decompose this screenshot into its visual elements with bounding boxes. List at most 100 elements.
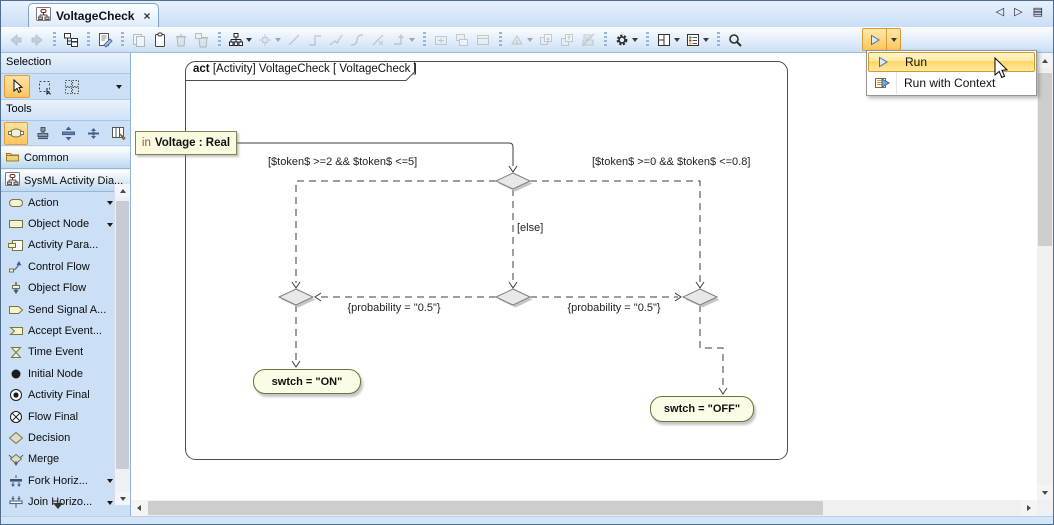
palette-item-activity-parameter[interactable]: Activity Para... <box>1 235 130 256</box>
palette-item-initial-node[interactable]: Initial Node <box>1 363 130 384</box>
palette-scroll-up-icon[interactable] <box>115 184 130 197</box>
previous-tab-icon[interactable]: ◁ <box>995 6 1005 18</box>
reroute-button[interactable] <box>388 30 409 50</box>
diagram-window-layout-button[interactable] <box>653 30 674 50</box>
dropdown-caret-icon[interactable] <box>107 479 113 486</box>
palette-item-activity-final[interactable]: Activity Final <box>1 385 130 406</box>
decision-node-left[interactable] <box>277 288 315 306</box>
probability-label-left[interactable]: {probability = "0.5"} <box>347 302 441 314</box>
palette-item-object-flow[interactable]: Object Flow <box>1 278 130 299</box>
route-paths-button[interactable] <box>254 30 275 50</box>
activity-frame[interactable] <box>185 61 788 460</box>
palette-item-control-flow[interactable]: Control Flow <box>1 256 130 277</box>
dropdown-caret-icon[interactable] <box>107 500 113 508</box>
group-selection-tool-button[interactable] <box>60 76 84 97</box>
palette-scroll-down-icon[interactable] <box>115 492 130 505</box>
menu-item-run-with-context[interactable]: Run with Context <box>868 72 1035 94</box>
menu-item-run[interactable]: Run <box>868 52 1035 72</box>
guard-label-else[interactable]: [else] <box>517 222 544 234</box>
tab-voltagecheck[interactable]: VoltageCheck × <box>28 3 160 27</box>
refactor-extract-button[interactable] <box>556 30 577 50</box>
palette-scroll-more-button[interactable] <box>1 503 115 514</box>
copy-button[interactable] <box>128 30 149 50</box>
delete-button[interactable] <box>170 30 191 50</box>
decision-node-center[interactable] <box>494 288 532 306</box>
diagram-canvas[interactable]: act [Activity] VoltageCheck [ VoltageChe… <box>131 53 1037 500</box>
palette-scrollbar-thumb[interactable] <box>116 201 129 469</box>
edge-to-off-action[interactable] <box>699 305 724 389</box>
action-node-on[interactable]: swtch = "ON" <box>253 369 361 394</box>
action-node-off[interactable]: swtch = "OFF" <box>650 396 754 422</box>
marquee-selection-tool-button[interactable] <box>33 76 57 97</box>
palette-item-send-signal[interactable]: Send Signal A... <box>1 299 130 320</box>
palette-accordion-common[interactable]: Common <box>1 146 130 169</box>
options-gear-button[interactable] <box>611 30 632 50</box>
palette-item-merge[interactable]: Merge <box>1 449 130 470</box>
scroll-right-icon[interactable] <box>1021 500 1037 516</box>
rectilinear-line-button[interactable] <box>304 30 325 50</box>
horizontal-scrollbar-thumb[interactable] <box>148 501 823 515</box>
activity-parameter-node[interactable]: in Voltage : Real <box>135 131 237 155</box>
display-related-caret-icon[interactable] <box>527 38 533 45</box>
pointer-tool-button[interactable] <box>4 75 30 98</box>
refactor-add-button[interactable] <box>535 30 556 50</box>
palette-item-object-node[interactable]: Object Node <box>1 213 130 234</box>
swimlane-tool-button[interactable] <box>108 123 130 144</box>
quick-layout-button[interactable] <box>225 30 246 50</box>
dropdown-caret-icon[interactable] <box>107 201 113 208</box>
probability-label-right[interactable]: {probability = "0.5"} <box>567 302 661 314</box>
scroll-left-icon[interactable] <box>131 500 147 516</box>
horizontal-scrollbar[interactable] <box>131 500 1037 516</box>
quick-layout-caret-icon[interactable] <box>246 38 252 45</box>
run-button[interactable] <box>863 29 887 50</box>
options-gear-caret-icon[interactable] <box>632 38 638 45</box>
remove-line-breaks-button[interactable] <box>367 30 388 50</box>
palette-item-fork-horizontal[interactable]: Fork Horiz... <box>1 470 130 491</box>
containment-tree-button[interactable] <box>60 30 81 50</box>
vertical-scrollbar[interactable] <box>1037 53 1053 500</box>
forward-button[interactable] <box>26 30 47 50</box>
legend-caret-icon[interactable] <box>703 38 709 45</box>
scroll-up-icon[interactable] <box>1037 53 1053 68</box>
stamp-tool-button[interactable] <box>31 123 53 144</box>
edge-guard-left[interactable] <box>295 180 496 283</box>
collapse-shape-button[interactable] <box>472 30 493 50</box>
horizontal-separator-tool-button[interactable] <box>82 123 104 144</box>
run-menu-caret-icon[interactable] <box>887 29 900 50</box>
dropdown-caret-icon[interactable] <box>107 222 113 230</box>
selection-tools-caret-icon[interactable] <box>116 85 122 92</box>
find-button[interactable] <box>724 30 745 50</box>
next-tab-icon[interactable]: ▷ <box>1014 6 1023 18</box>
decision-node-top[interactable] <box>494 172 532 190</box>
guard-label-right[interactable]: [$token$ >=0 && $token$ <=0.8] <box>592 156 751 168</box>
oblique-line-button[interactable] <box>325 30 346 50</box>
decision-node-right[interactable] <box>681 288 719 306</box>
palette-item-action[interactable]: Action <box>1 192 130 213</box>
palette-item-accept-event[interactable]: Accept Event... <box>1 320 130 341</box>
note-tool-button[interactable] <box>4 121 29 145</box>
delete-from-model-button[interactable] <box>191 30 212 50</box>
route-paths-caret-icon[interactable] <box>275 38 281 45</box>
frame-header[interactable]: act [Activity] VoltageCheck [ VoltageChe… <box>193 63 417 75</box>
paste-button[interactable] <box>149 30 170 50</box>
specification-button[interactable] <box>94 30 115 50</box>
palette-item-decision[interactable]: Decision <box>1 427 130 448</box>
palette-scrollbar[interactable] <box>114 184 130 505</box>
validate-button[interactable] <box>577 30 598 50</box>
scroll-down-icon[interactable] <box>1037 485 1053 500</box>
legend-button[interactable] <box>682 30 703 50</box>
tab-close-icon[interactable]: × <box>143 8 151 23</box>
curved-line-button[interactable] <box>346 30 367 50</box>
make-same-size-button[interactable] <box>451 30 472 50</box>
object-flow-edge[interactable] <box>237 142 514 166</box>
reroute-caret-icon[interactable] <box>409 38 415 45</box>
back-button[interactable] <box>5 30 26 50</box>
palette-item-join-horizontal[interactable]: Join Horizo... <box>1 491 130 512</box>
make-preferred-size-button[interactable] <box>430 30 451 50</box>
vertical-scrollbar-thumb[interactable] <box>1038 73 1052 246</box>
diagram-window-layout-caret-icon[interactable] <box>674 38 680 45</box>
straight-line-button[interactable] <box>283 30 304 50</box>
palette-item-time-event[interactable]: Time Event <box>1 342 130 363</box>
palette-accordion-sysml-activity[interactable]: SysML Activity Dia... <box>1 169 130 192</box>
vertical-separator-tool-button[interactable] <box>57 123 79 144</box>
